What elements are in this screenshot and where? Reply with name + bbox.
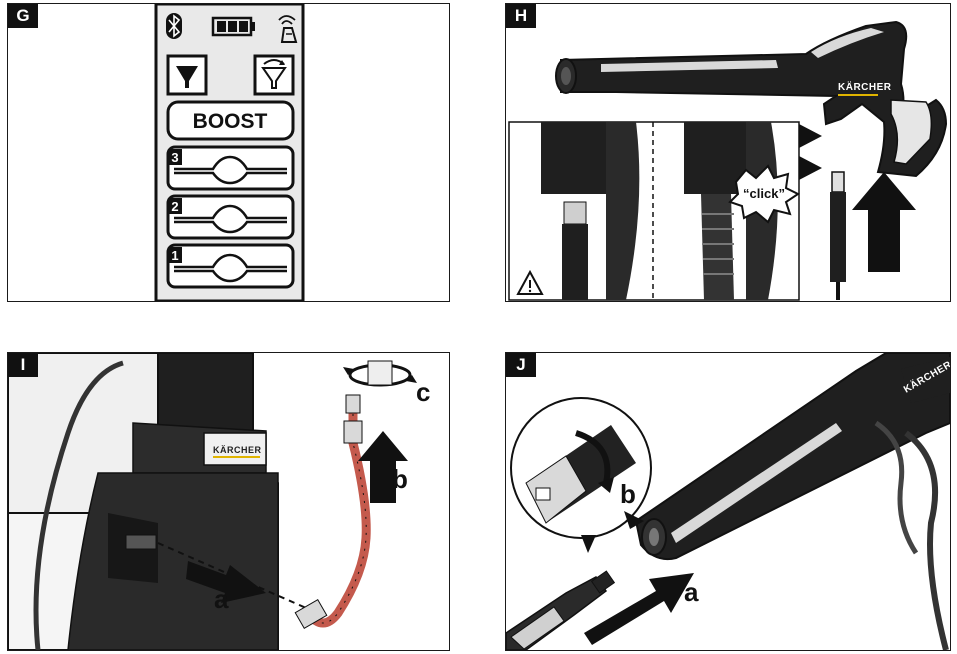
trigger-gun: KÄRCHER (555, 20, 948, 178)
detergent-off-icon (166, 54, 208, 96)
arrow-a (186, 561, 266, 603)
step-label-b: b (392, 464, 408, 494)
warning-icon (516, 269, 544, 295)
battery-icon (211, 16, 255, 37)
step-labels: a b c (214, 377, 430, 614)
detergent-rotate-icon (253, 54, 295, 96)
pressure-slot-1: 1 (166, 243, 295, 289)
gun-connection-illustration: KÄRCHER (508, 20, 948, 301)
boost-label: BOOST (193, 110, 268, 133)
pressure-slot-3: 3 (166, 145, 295, 191)
wireless-gun-icon (278, 15, 298, 43)
panel-label-h: H (506, 4, 536, 28)
bluetooth-icon (166, 13, 182, 39)
step-labels: ab (620, 479, 699, 607)
tap-rotation (343, 360, 417, 387)
arrow-b (358, 431, 408, 503)
panel-h: H KÄRCHER (505, 3, 951, 302)
pressure-slot-2: 2 (166, 194, 295, 240)
pressure-slot-number: 1 (171, 248, 178, 263)
boost-button (166, 100, 295, 141)
click-label: “click” (743, 186, 785, 201)
panel-g: G (7, 3, 450, 302)
panel-label-g: G (8, 4, 38, 28)
panel-label-i: I (8, 353, 38, 377)
red-hose (294, 394, 371, 629)
pressure-slot-number: 2 (171, 199, 178, 214)
gun-brand-label: KÄRCHER (838, 80, 892, 93)
step-label-b: b (620, 479, 636, 509)
panel-label-j: J (506, 353, 536, 377)
step-label-c: c (416, 377, 430, 407)
click-burst: “click” (728, 164, 800, 224)
step-label-a: a (684, 577, 699, 607)
hose-coil (702, 213, 734, 275)
step-label-a: a (214, 584, 229, 614)
magnifier-inset (510, 397, 652, 539)
pressure-slot-number: 3 (171, 150, 178, 165)
insert-arrow (852, 172, 916, 272)
device-connection-illustration: KÄRCHER a b c (8, 353, 430, 650)
panel-i: I KÄRCHER (7, 352, 450, 651)
pressure-slots: 3 2 1 (166, 145, 295, 289)
device-brand-label: KÄRCHER (213, 445, 262, 455)
display-illustration: BOOST 3 2 1 (154, 4, 305, 301)
arrow-a (584, 573, 694, 645)
lance-connection-illustration: KÄRCHER ab (506, 353, 950, 650)
